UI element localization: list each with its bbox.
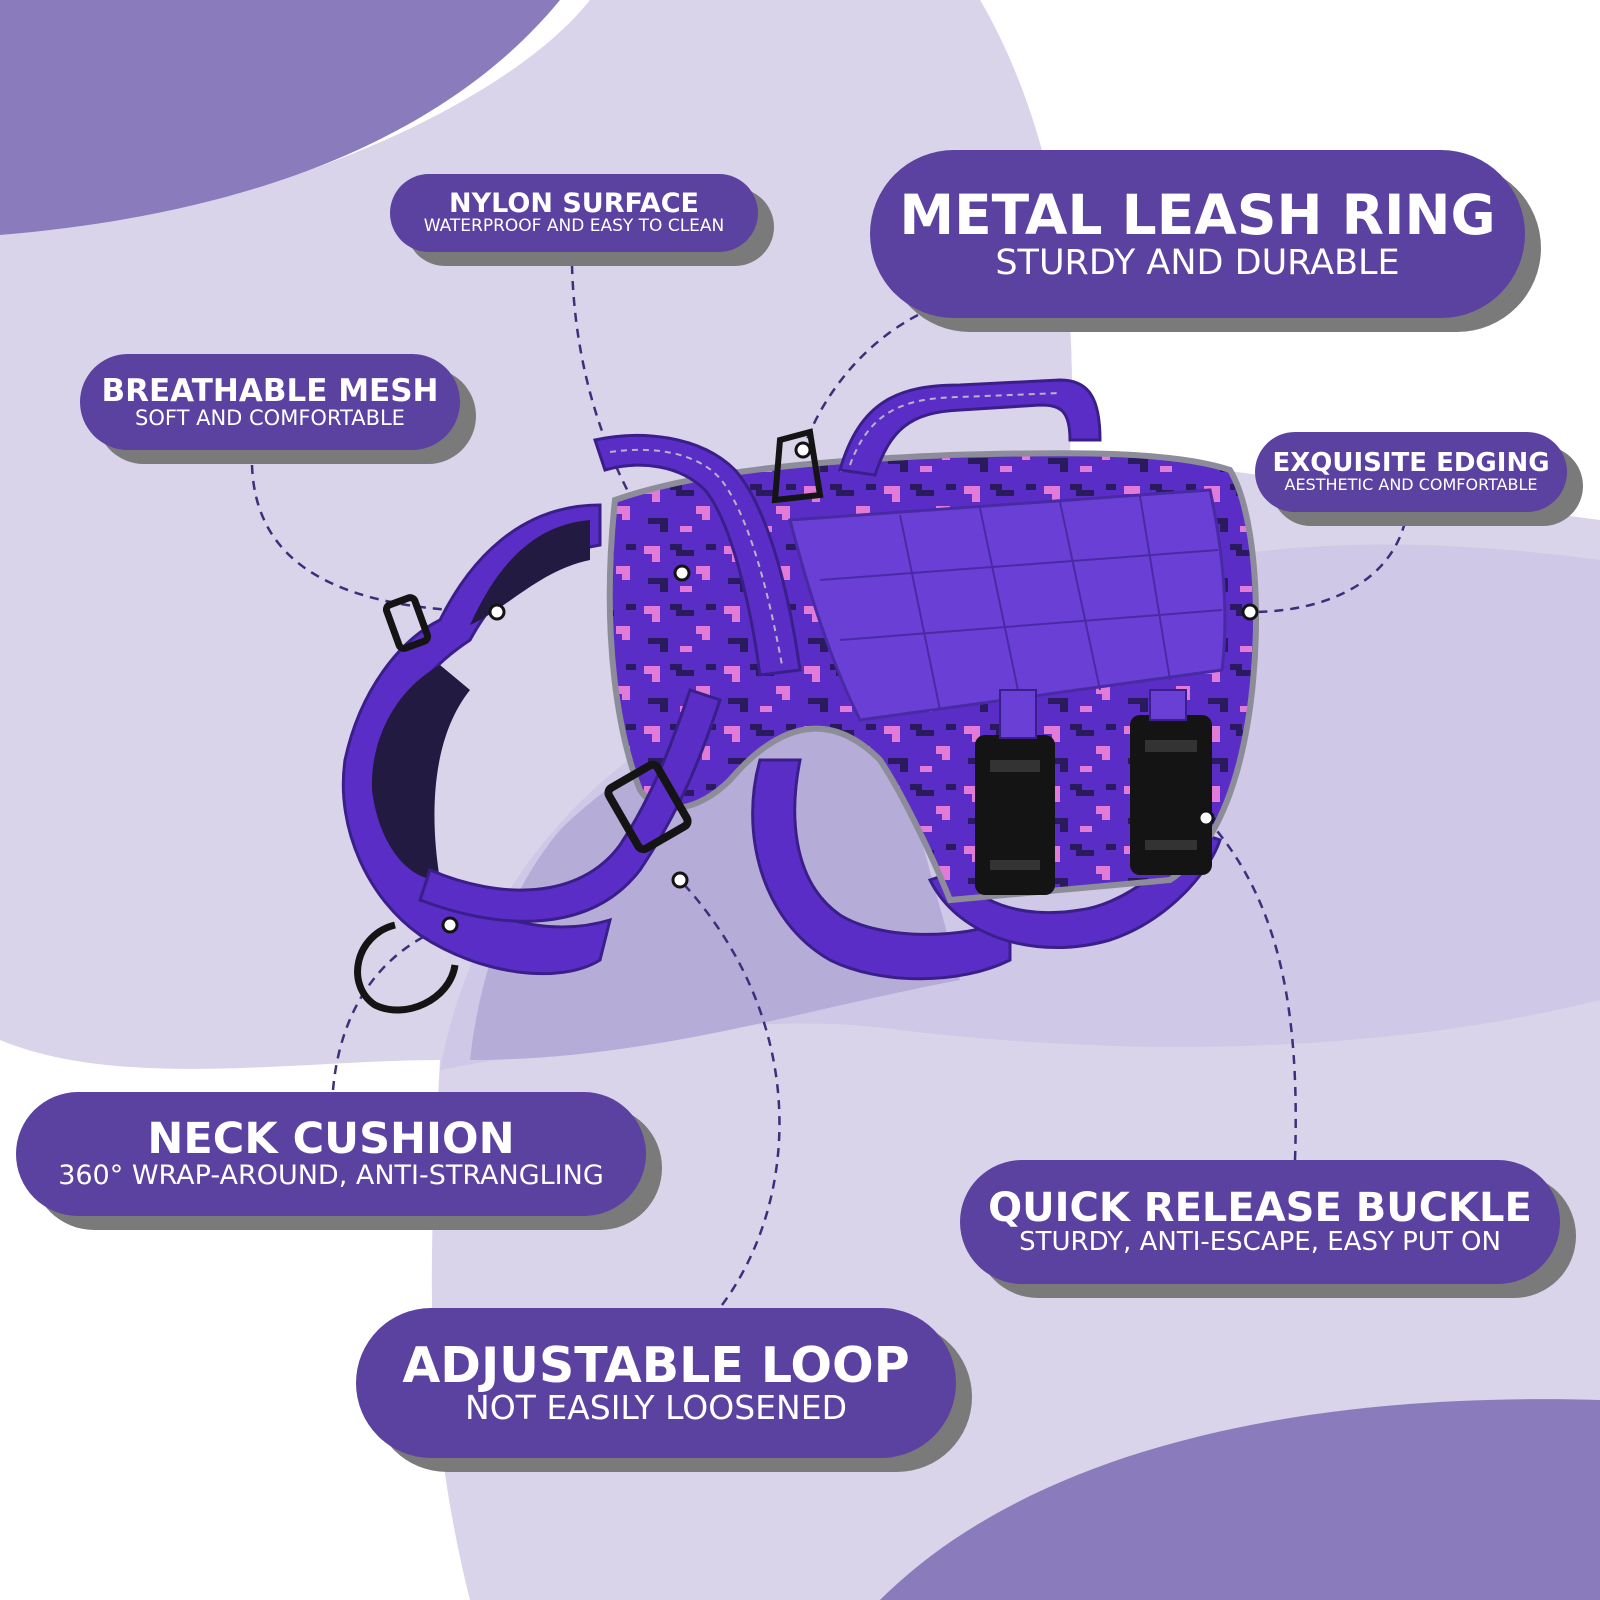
neck-mesh (470, 520, 590, 625)
pill-body: EXQUISITE EDGING AESTHETIC AND COMFORTAB… (1255, 432, 1567, 512)
callout-subtitle: 360° WRAP-AROUND, ANTI-STRANGLING (58, 1160, 604, 1192)
marker-dot-metal-ring (794, 441, 812, 459)
connector-nylon (570, 264, 680, 573)
callout-subtitle: WATERPROOF AND EASY TO CLEAN (423, 216, 725, 237)
neck-mesh-lower (371, 665, 470, 880)
metal-leash-ring (771, 428, 824, 504)
callout-quick-release-buckle: QUICK RELEASE BUCKLE STURDY, ANTI-ESCAPE… (960, 1160, 1576, 1298)
callout-title: QUICK RELEASE BUCKLE (988, 1185, 1532, 1232)
neck-d-ring (354, 921, 459, 1014)
connector-edging (1249, 521, 1407, 614)
pill-body: NECK CUSHION 360° WRAP-AROUND, ANTI-STRA… (16, 1092, 646, 1216)
marker-dot-neck (441, 916, 459, 934)
callout-subtitle: SOFT AND COMFORTABLE (135, 406, 405, 431)
side-slider (382, 594, 432, 652)
top-handle (838, 378, 1102, 477)
marker-dot-mesh (488, 603, 506, 621)
pill-body: NYLON SURFACE WATERPROOF AND EASY TO CLE… (390, 174, 758, 252)
marker-dot-nylon (673, 564, 691, 582)
pill-body: METAL LEASH RING STURDY AND DURABLE (870, 150, 1525, 318)
marker-dot-buckle (1197, 809, 1215, 827)
pill-body: BREATHABLE MESH SOFT AND COMFORTABLE (80, 354, 460, 450)
callout-title: BREATHABLE MESH (101, 372, 439, 409)
connector-buckle (1205, 817, 1297, 1161)
callout-exquisite-edging: EXQUISITE EDGING AESTHETIC AND COMFORTAB… (1255, 432, 1583, 526)
connector-mesh (250, 464, 498, 614)
background-blob-bottom-right (880, 1399, 1600, 1600)
marker-dot-edging (1241, 603, 1259, 621)
callout-subtitle: STURDY AND DURABLE (995, 242, 1400, 283)
rear-belly-strap (927, 828, 1222, 949)
callout-breathable-mesh: BREATHABLE MESH SOFT AND COMFORTABLE (80, 354, 476, 464)
belly-strap (751, 758, 1012, 981)
quick-release-buckle-right (1130, 715, 1212, 875)
adjustable-loop-slider (604, 760, 692, 854)
callout-neck-cushion: NECK CUSHION 360° WRAP-AROUND, ANTI-STRA… (16, 1092, 662, 1230)
pill-body: QUICK RELEASE BUCKLE STURDY, ANTI-ESCAPE… (960, 1160, 1560, 1284)
background-blob-mid (470, 690, 960, 1060)
callout-title: NECK CUSHION (147, 1114, 515, 1165)
callout-title: NYLON SURFACE (448, 187, 699, 219)
callout-metal-leash-ring: METAL LEASH RING STURDY AND DURABLE (870, 150, 1541, 332)
quick-release-buckle-left (975, 735, 1055, 895)
callout-subtitle: NOT EASILY LOOSENED (465, 1388, 847, 1428)
callout-nylon-surface: NYLON SURFACE WATERPROOF AND EASY TO CLE… (390, 174, 774, 266)
chest-strap (418, 688, 722, 923)
callout-subtitle: AESTHETIC AND COMFORTABLE (1284, 475, 1538, 495)
callout-title: METAL LEASH RING (899, 182, 1496, 247)
shoulder-strap (593, 433, 802, 677)
callout-subtitle: STURDY, ANTI-ESCAPE, EASY PUT ON (1019, 1227, 1501, 1258)
background-blob-top-left (0, 0, 560, 235)
marker-dot-loop (671, 871, 689, 889)
callout-title: ADJUSTABLE LOOP (402, 1336, 910, 1394)
pill-body: ADJUSTABLE LOOP NOT EASILY LOOSENED (356, 1308, 956, 1458)
callout-adjustable-loop: ADJUSTABLE LOOP NOT EASILY LOOSENED (356, 1308, 972, 1472)
velcro-panel (788, 488, 1227, 722)
callout-title: EXQUISITE EDGING (1272, 447, 1550, 478)
connector-loop (679, 879, 781, 1306)
